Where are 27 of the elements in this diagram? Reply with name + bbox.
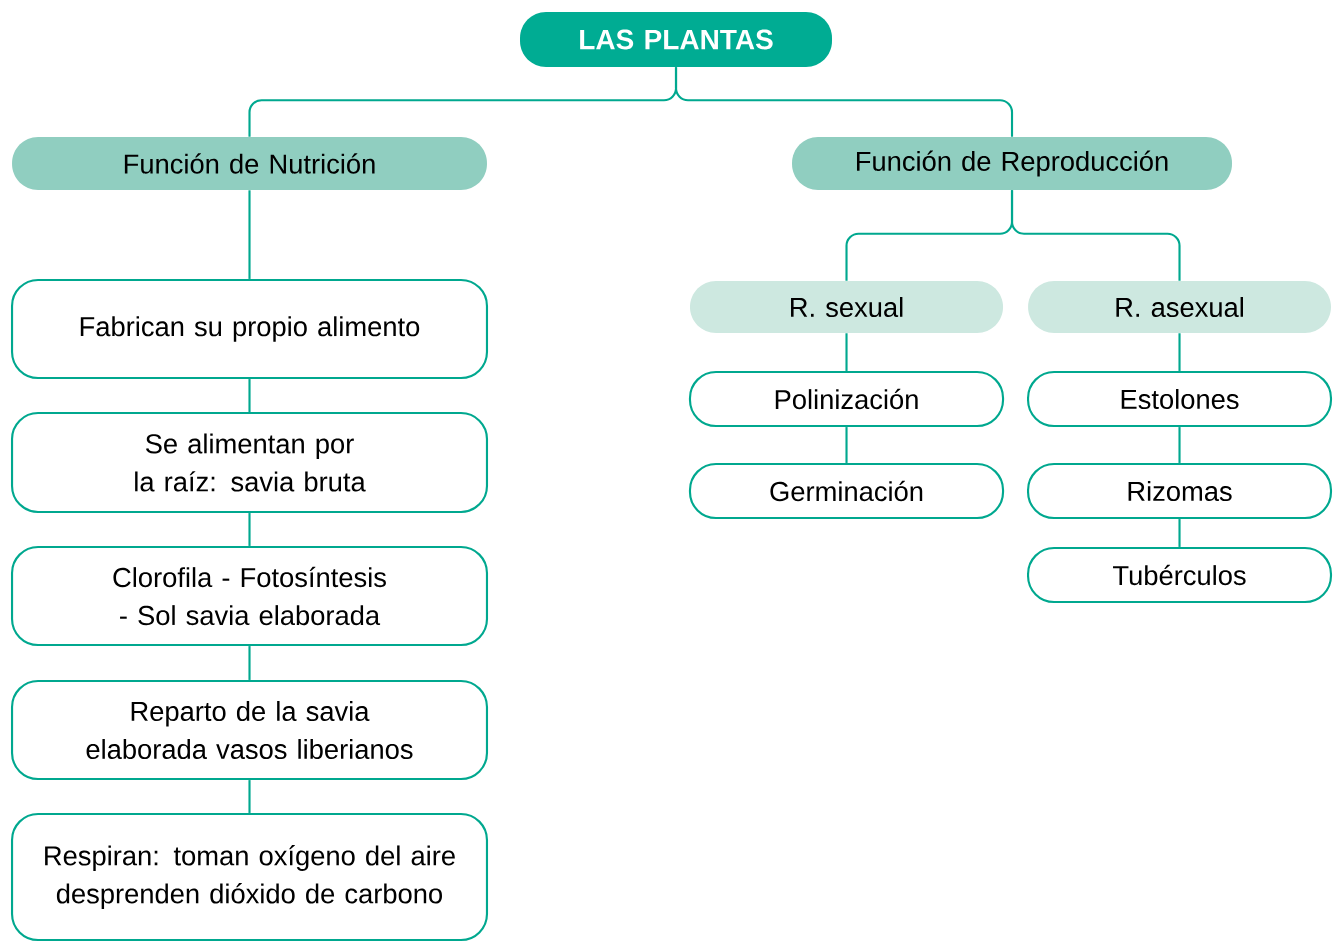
connector-line	[1178, 427, 1181, 463]
item-box: Se alimentan por la raíz: savia bruta	[10, 411, 489, 514]
subcategory-box: R. sexual	[690, 281, 1004, 333]
connector-line	[674, 67, 1014, 137]
category-box: Función de Reproducción	[792, 136, 1232, 191]
connector-line	[248, 780, 251, 813]
title-box: LAS PLANTAS	[520, 12, 832, 67]
item-box: Rizomas	[1027, 462, 1333, 520]
item-box: Tubérculos	[1027, 546, 1333, 604]
item-box: Clorofila - Fotosíntesis - Sol savia elaborada	[10, 545, 489, 647]
item-box: Polinización	[688, 370, 1005, 428]
connector-line	[248, 513, 251, 546]
item-box: Fabrican su propio alimento	[10, 278, 489, 380]
item-box: Estolones	[1027, 370, 1333, 428]
item-box: Respiran: toman oxígeno del aire desprenden dióxido de carbono	[10, 812, 489, 942]
connector-line	[845, 333, 848, 371]
item-box: Reparto de la savia elaborada vasos liberianos	[10, 679, 489, 781]
connector-line	[1178, 333, 1181, 371]
item-box: Germinación	[688, 462, 1005, 520]
connector-line	[248, 379, 251, 412]
category-box: Función de Nutrición	[12, 136, 487, 191]
connector-line	[248, 646, 251, 680]
connector-line	[1178, 519, 1181, 547]
connector-line	[845, 427, 848, 463]
subcategory-box: R. asexual	[1028, 281, 1331, 333]
connector-line	[1010, 190, 1181, 281]
connector-line	[248, 190, 251, 279]
